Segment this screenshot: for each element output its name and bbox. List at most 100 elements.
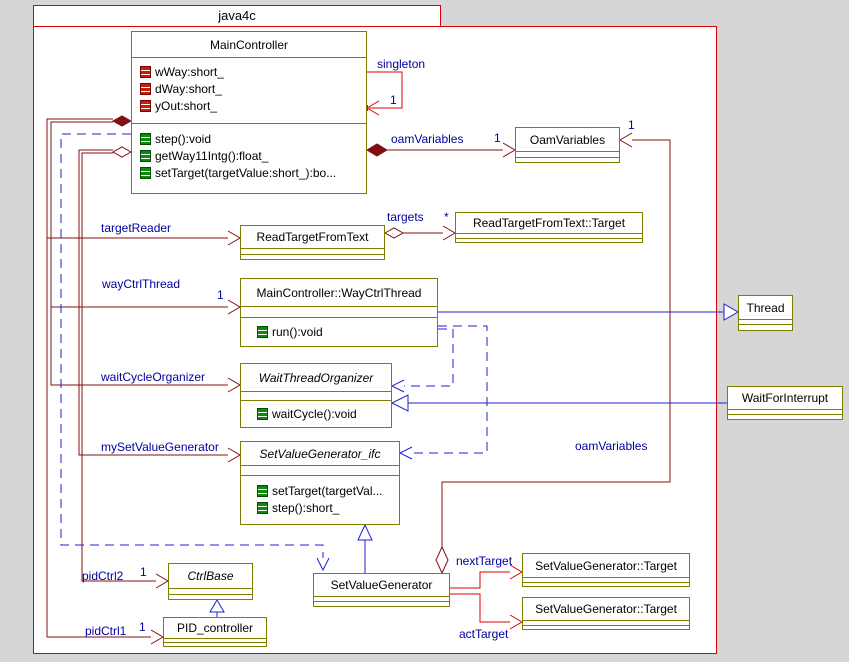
generalization-setvaluegenerator[interactable]: [357, 523, 373, 573]
attributes-compartment: [241, 466, 399, 476]
class-ctrlbase[interactable]: CtrlBase: [168, 563, 253, 600]
package-tab-java4c[interactable]: java4c: [33, 5, 441, 27]
class-ctrlbase-name: CtrlBase: [169, 564, 252, 589]
class-setvaluegenerator-name: SetValueGenerator: [314, 574, 449, 597]
triangle-setvaluegenerator-ifc: [357, 523, 373, 541]
arrowhead-acttarget: [509, 614, 523, 630]
method-label: waitCycle():void: [272, 406, 357, 421]
association-nexttarget-line[interactable]: [450, 571, 510, 589]
methods-compartment: [314, 602, 449, 606]
label-pidctrl2: pidCtrl2: [82, 569, 124, 583]
multiplicity-singleton: 1: [390, 93, 397, 107]
association-acttarget[interactable]: [450, 593, 523, 630]
aggregation-diamond-targets: [383, 227, 405, 239]
method-row[interactable]: setTarget(targetVal...: [257, 482, 399, 499]
methods-compartment: [164, 643, 266, 646]
attributes-compartment: [456, 234, 642, 239]
methods-compartment: [739, 325, 792, 330]
composition-bundle-left[interactable]: [46, 115, 241, 645]
label-oamvariables: oamVariables: [391, 132, 464, 146]
attribute-row[interactable]: yOut:short_: [140, 97, 366, 114]
attributes-compartment: wWay:short_ dWay:short_ yOut:short_: [132, 58, 366, 124]
multiplicity-wayctrlthread: 1: [217, 288, 224, 302]
association-singleton-line[interactable]: [367, 71, 403, 109]
association-waitcycleorganizer-line[interactable]: [50, 121, 228, 386]
attributes-compartment: [523, 621, 689, 626]
class-thread[interactable]: Thread: [738, 295, 793, 331]
attributes-compartment: [241, 249, 384, 255]
class-waitforinterrupt[interactable]: WaitForInterrupt: [727, 386, 843, 420]
dependency-wayctrlthread-setvaluegenerator-ifc[interactable]: [398, 325, 488, 460]
class-pidcontroller[interactable]: PID_controller: [163, 617, 267, 647]
arrowhead-dependency-3: [398, 446, 413, 460]
class-waitthreadorganizer[interactable]: WaitThreadOrganizer waitCycle():void: [240, 363, 392, 428]
arrowhead-targetreader: [227, 230, 241, 246]
attribute-row[interactable]: wWay:short_: [140, 63, 366, 80]
label-singleton: singleton: [377, 57, 426, 71]
arrowhead-oamvariables: [502, 142, 516, 158]
method-row[interactable]: step():short_: [257, 499, 399, 516]
label-nexttarget: nextTarget: [456, 554, 513, 568]
method-row[interactable]: setTarget(targetValue:short_):bo...: [140, 164, 366, 181]
association-mysetvaluegenerator-line[interactable]: [78, 149, 228, 456]
methods-compartment: setTarget(targetVal... step():short_: [241, 476, 399, 524]
class-setvaluegenerator-ifc[interactable]: SetValueGenerator_ifc setTarget(targetVa…: [240, 441, 400, 525]
attributes-compartment: [169, 589, 252, 595]
class-maincontroller-name: MainController: [132, 32, 366, 58]
method-label: step():void: [155, 131, 212, 146]
methods-compartment: step():void getWay11Intg():float_ setTar…: [132, 124, 366, 193]
attributes-compartment: [516, 152, 619, 158]
class-oamvariables[interactable]: OamVariables: [515, 127, 620, 163]
arrowhead-mysetvaluegenerator: [227, 447, 241, 463]
method-icon: [257, 501, 268, 514]
triangle-ctrlbase: [209, 599, 225, 613]
association-oamvariables-right[interactable]: [435, 132, 671, 575]
association-pidctrl2-line[interactable]: [81, 152, 156, 582]
label-targetreader: targetReader: [101, 221, 172, 235]
method-icon: [257, 407, 268, 420]
arrowhead-targets: [442, 225, 456, 241]
dependency-line-2[interactable]: [404, 328, 454, 387]
association-nexttarget[interactable]: [450, 564, 523, 589]
method-icon: [140, 149, 151, 162]
methods-compartment: [523, 626, 689, 629]
method-row[interactable]: waitCycle():void: [257, 405, 391, 422]
class-waitforinterrupt-name: WaitForInterrupt: [728, 387, 842, 410]
association-oamvariables-right-line[interactable]: [441, 139, 671, 547]
association-pidctrl1-line[interactable]: [46, 118, 151, 638]
class-readtargetfromtext-target[interactable]: ReadTargetFromText::Target: [455, 212, 643, 243]
dependency-wayctrlthread-waitthreadorganizer[interactable]: [390, 328, 454, 393]
generalization-wayctrlthread-thread[interactable]: [438, 303, 740, 321]
method-row[interactable]: getWay11Intg():float_: [140, 147, 366, 164]
methods-compartment: [456, 239, 642, 242]
triangle-thread: [723, 303, 740, 321]
methods-compartment: [523, 583, 689, 586]
dependency-maincontroller-setvaluegenerator[interactable]: [60, 133, 330, 572]
dependency-line-1[interactable]: [60, 133, 324, 558]
class-readtargetfromtext[interactable]: ReadTargetFromText: [240, 225, 385, 260]
class-wayctrlthread[interactable]: MainController::WayCtrlThread run():void: [240, 278, 438, 347]
attribute-row[interactable]: dWay:short_: [140, 80, 366, 97]
class-readtargetfromtext-target-name: ReadTargetFromText::Target: [456, 213, 642, 234]
method-icon: [140, 132, 151, 145]
generalization-pidcontroller[interactable]: [209, 599, 225, 617]
class-setvaluegenerator[interactable]: SetValueGenerator: [313, 573, 450, 607]
method-row[interactable]: run():void: [257, 323, 437, 340]
package-name: java4c: [218, 8, 256, 23]
class-maincontroller[interactable]: MainController wWay:short_ dWay:short_ y…: [131, 31, 367, 194]
method-label: run():void: [272, 324, 323, 339]
association-acttarget-line[interactable]: [450, 593, 510, 623]
arrowhead-oamvariables-right: [619, 132, 633, 148]
attribute-label: dWay:short_: [155, 81, 222, 96]
class-setvaluegenerator-target-2[interactable]: SetValueGenerator::Target: [522, 597, 690, 630]
generalization-waitforinterrupt[interactable]: [390, 394, 727, 412]
dependency-line-3[interactable]: [412, 325, 488, 454]
method-row[interactable]: step():void: [140, 130, 366, 147]
multiplicity-pidctrl2: 1: [140, 565, 147, 579]
class-oamvariables-name: OamVariables: [516, 128, 619, 152]
label-oamvariables-right: oamVariables: [575, 439, 648, 453]
association-targets[interactable]: [383, 225, 456, 241]
methods-compartment: [241, 255, 384, 259]
class-setvaluegenerator-target-1[interactable]: SetValueGenerator::Target: [522, 553, 690, 587]
